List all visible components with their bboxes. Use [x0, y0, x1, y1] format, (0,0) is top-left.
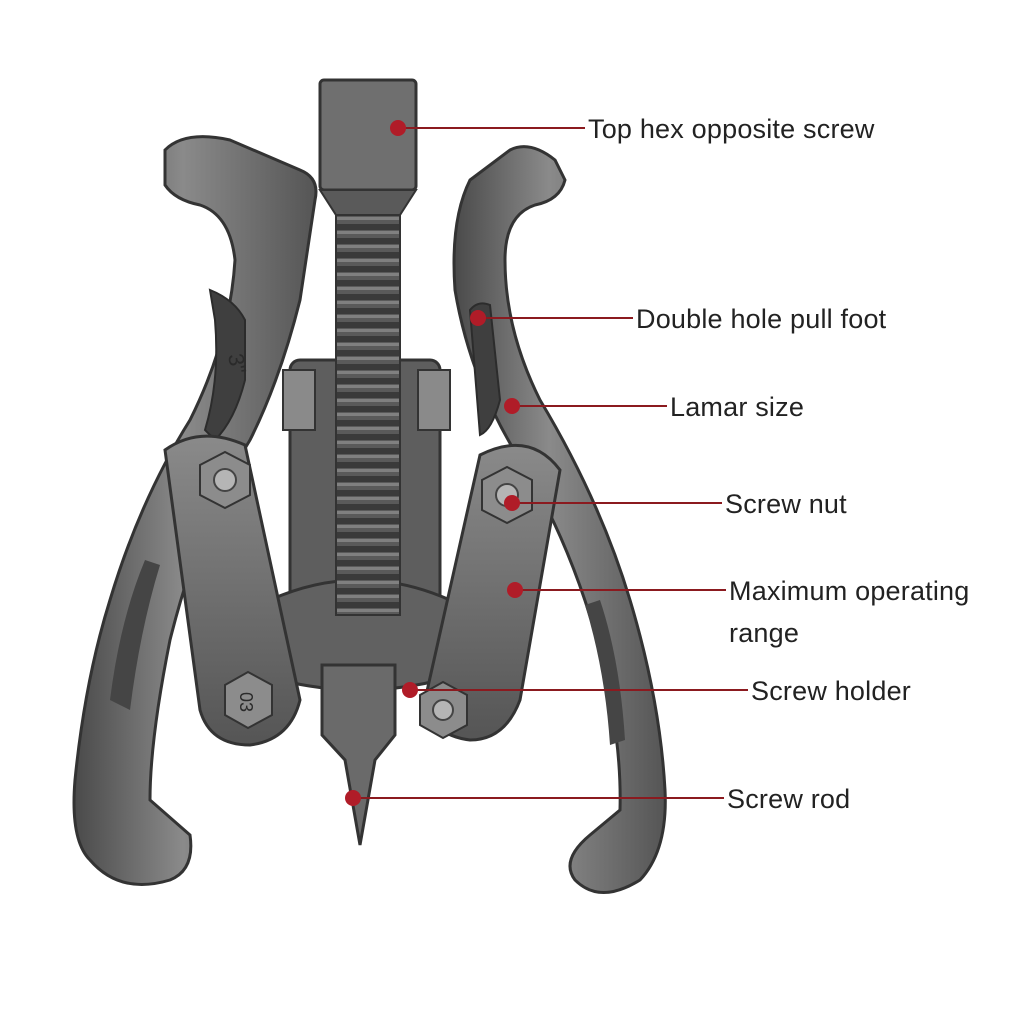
nut-marker-dot [504, 495, 520, 511]
top-hex-label: Top hex opposite screw [588, 114, 875, 144]
rod-label: Screw rod [727, 784, 851, 814]
nut-label: Screw nut [725, 489, 847, 519]
rod-marker-dot [345, 790, 361, 806]
yoke-body [268, 358, 452, 692]
bolt-left-upper [199, 450, 251, 510]
holder-label: Screw holder [751, 676, 911, 706]
holder-marker-dot [402, 682, 418, 698]
lamar-marker-dot [504, 398, 520, 414]
screw-rod [318, 78, 418, 846]
lower-bolt-marking: 03 [236, 692, 256, 712]
bolt-right-upper [481, 465, 533, 525]
range-marker-dot [507, 582, 523, 598]
leader-lines [345, 120, 748, 806]
top-hex-marker-dot [390, 120, 406, 136]
lamar-label: Lamar size [670, 392, 805, 422]
left-link-arm [163, 434, 302, 747]
screw-tip [320, 663, 397, 846]
bolt-left-lower: 03 [224, 670, 273, 730]
pull-foot-label: Double hole pull foot [636, 304, 887, 334]
range-label: Maximum operating range [729, 576, 970, 648]
pull-foot-marker-dot [470, 310, 486, 326]
bolt-right-lower [419, 680, 468, 740]
left-arm-marking: 3" [223, 352, 251, 376]
